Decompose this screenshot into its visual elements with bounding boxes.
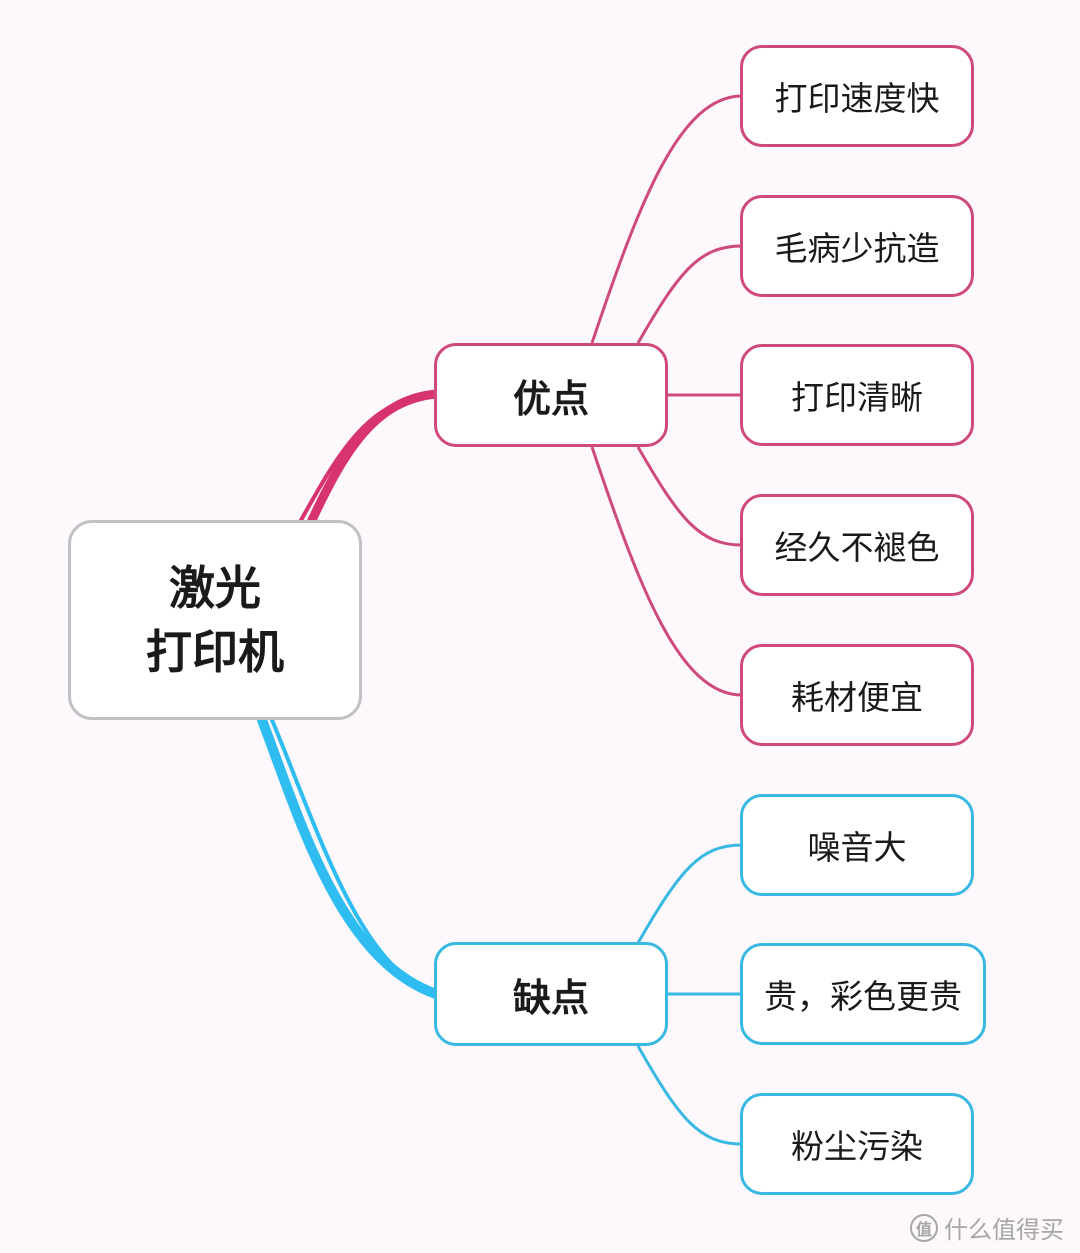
cons-leaf-1[interactable]: 噪音大 <box>740 794 974 896</box>
cons-branch-node[interactable]: 缺点 <box>434 942 668 1046</box>
cons-link-1 <box>636 843 743 944</box>
pros-link-5 <box>590 446 743 697</box>
root-to-cons-link-taper <box>270 718 438 996</box>
watermark-text: 什么值得买 <box>944 1216 1064 1244</box>
root-label-line2: 打印机 <box>146 625 284 679</box>
cons-leaf-label: 粉尘污染 <box>791 1127 923 1166</box>
root-to-pros-link <box>307 389 441 525</box>
pros-leaf-4[interactable]: 经久不褪色 <box>740 494 974 596</box>
pros-leaf-1[interactable]: 打印速度快 <box>740 45 974 147</box>
pros-leaf-2[interactable]: 毛病少抗造 <box>740 195 974 297</box>
pros-branch-label: 优点 <box>512 376 589 421</box>
pros-leaf-label: 耗材便宜 <box>791 678 923 717</box>
watermark: 值 什么值得买 <box>910 1210 1064 1245</box>
cons-link-3 <box>636 1045 743 1146</box>
cons-leaf-label: 噪音大 <box>807 828 907 867</box>
cons-branch-label: 缺点 <box>512 975 589 1020</box>
pros-leaf-5[interactable]: 耗材便宜 <box>740 644 974 746</box>
brand-logo-icon: 值 <box>910 1213 938 1242</box>
root-label-line1: 激光 <box>169 561 261 615</box>
pros-link-4 <box>636 446 743 547</box>
pros-branch-node[interactable]: 优点 <box>434 343 668 447</box>
cons-leaf-2[interactable]: 贵，彩色更贵 <box>740 943 986 1045</box>
root-node[interactable]: 激光 打印机 <box>68 520 362 720</box>
pros-leaf-3[interactable]: 打印清晰 <box>740 344 974 446</box>
pros-leaf-label: 经久不褪色 <box>774 528 940 567</box>
pros-link-2 <box>636 244 743 344</box>
pros-leaf-label: 毛病少抗造 <box>774 229 940 268</box>
cons-leaf-3[interactable]: 粉尘污染 <box>740 1093 974 1195</box>
pros-leaf-label: 打印清晰 <box>791 378 923 417</box>
pros-link-1 <box>590 94 743 344</box>
root-to-pros-link-taper <box>298 392 438 524</box>
cons-leaf-label: 贵，彩色更贵 <box>764 977 962 1016</box>
pros-leaf-label: 打印速度快 <box>774 79 940 118</box>
